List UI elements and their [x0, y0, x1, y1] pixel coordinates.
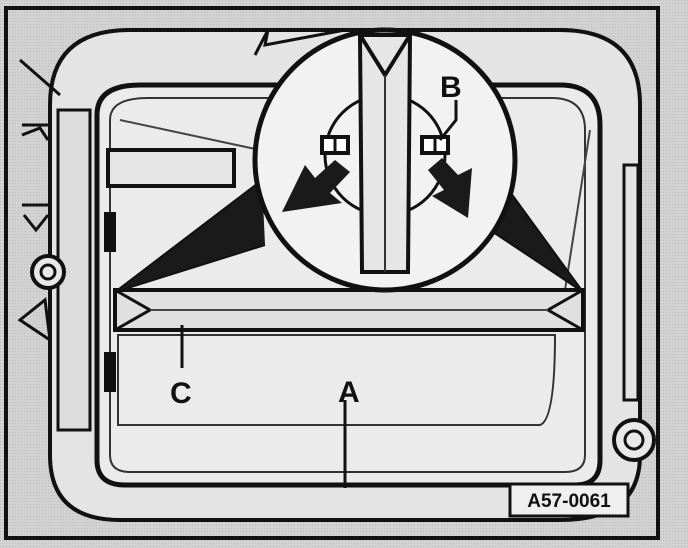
callout-ray-left [114, 179, 266, 293]
label-c: C [170, 377, 192, 410]
label-a: A [338, 376, 360, 409]
frame-corner-line [19, 58, 61, 97]
callout-ray-right [489, 184, 584, 293]
right-bolt [612, 418, 656, 462]
right-bolt-core [623, 429, 645, 451]
inner-edge-left [119, 119, 261, 151]
window-clip-lower [104, 352, 116, 392]
door-latch-wedge [17, 297, 52, 344]
label-b: B [440, 71, 462, 104]
door-lock-core [39, 263, 57, 281]
door-lock-cylinder [30, 254, 66, 290]
hinge-marks [21, 123, 50, 233]
window-glass [117, 334, 557, 426]
arrow-left-icon [282, 160, 350, 212]
inner-edge-right [564, 129, 591, 291]
label-b-leader [438, 100, 458, 141]
arrow-right-icon [428, 158, 472, 218]
window-guide-bar [106, 148, 236, 188]
window-clip-upper [104, 212, 116, 252]
figure-id-box [508, 482, 630, 518]
figure-id: A57-0061 [527, 491, 611, 512]
outer-frame [4, 6, 660, 540]
top-squiggle-line [253, 28, 346, 56]
right-guide-rail [622, 163, 640, 402]
window-inner-edge [109, 97, 586, 473]
